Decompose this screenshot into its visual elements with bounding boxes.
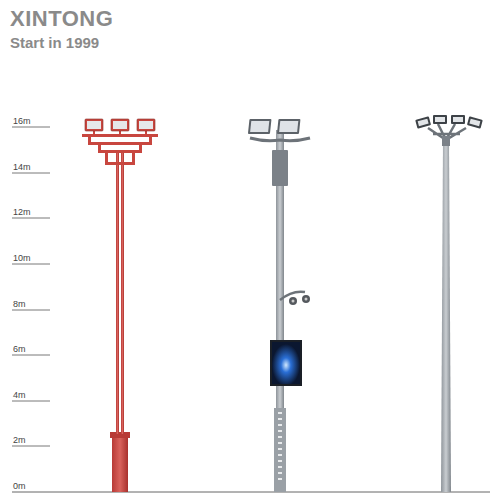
scale-label: 4m xyxy=(13,390,26,400)
high-mast-pole xyxy=(415,115,483,492)
scale-label: 10m xyxy=(13,253,31,263)
scale-label: 16m xyxy=(13,116,31,126)
red-pole xyxy=(82,119,158,492)
ground-line xyxy=(12,492,490,493)
smart-pole xyxy=(248,119,310,492)
subtitle: Start in 1999 xyxy=(10,34,99,51)
scale-label: 6m xyxy=(13,344,26,354)
scale-label: 2m xyxy=(13,435,26,445)
scale-label: 14m xyxy=(13,162,31,172)
scale-label: 12m xyxy=(13,207,31,217)
scale-label: 0m xyxy=(13,481,26,491)
brand-title: XINTONG xyxy=(10,6,113,32)
scale-label: 8m xyxy=(13,299,26,309)
scale-ticks xyxy=(12,127,50,446)
